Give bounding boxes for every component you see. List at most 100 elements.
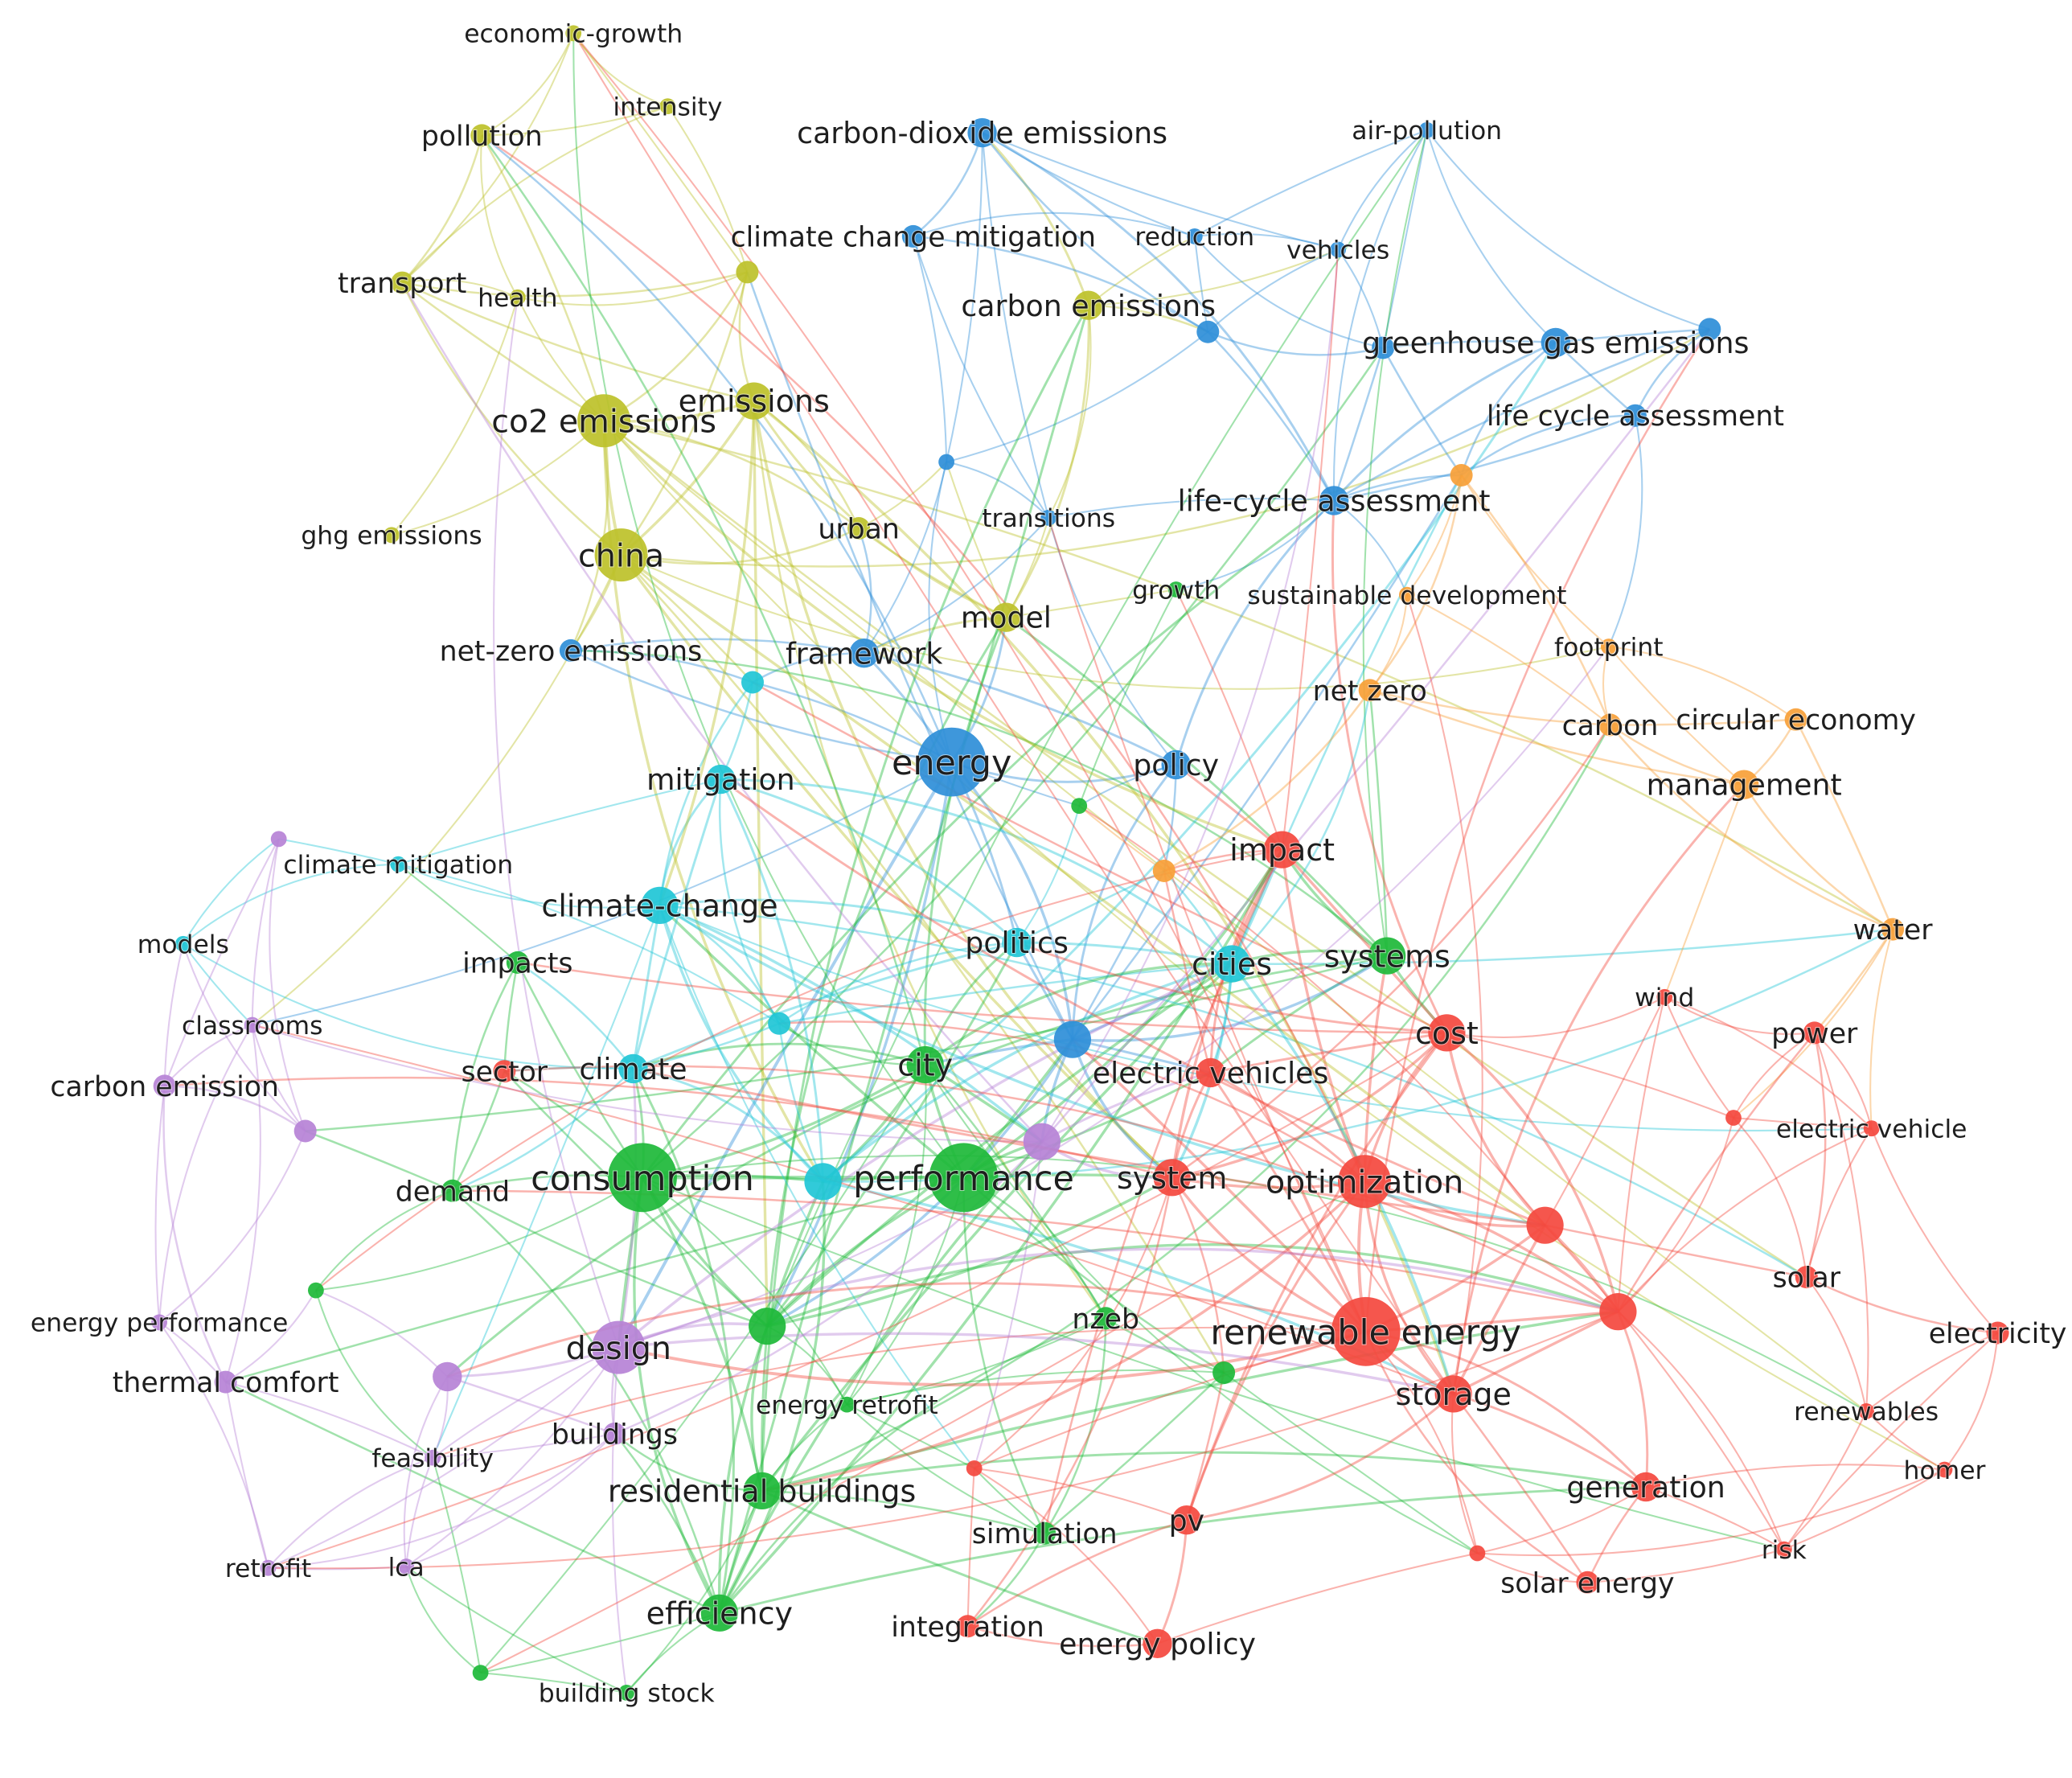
node-cyan-node-c[interactable] xyxy=(804,1163,842,1201)
node-health[interactable] xyxy=(509,289,526,306)
node-policy[interactable] xyxy=(1161,749,1191,780)
node-city[interactable] xyxy=(906,1045,944,1084)
node-lca[interactable] xyxy=(398,1558,415,1575)
node-air-pollution[interactable] xyxy=(1418,121,1435,138)
node-energy-policy[interactable] xyxy=(1143,1628,1172,1658)
node-pv[interactable] xyxy=(1171,1505,1202,1535)
node-green-node-a[interactable] xyxy=(1071,798,1088,814)
node-yg-node-a[interactable] xyxy=(736,261,759,284)
node-cyan-node-b[interactable] xyxy=(768,1012,791,1035)
node-urban[interactable] xyxy=(847,517,871,540)
node-purple-node-d[interactable] xyxy=(433,1361,462,1392)
node-blue-node-a[interactable] xyxy=(1196,320,1220,343)
node-nzeb[interactable] xyxy=(1094,1307,1118,1330)
node-blue-node-c[interactable] xyxy=(1698,318,1721,341)
node-consumption[interactable] xyxy=(608,1143,677,1213)
node-thermal-comfort[interactable] xyxy=(214,1370,237,1394)
node-renewable-energy[interactable] xyxy=(1331,1296,1401,1366)
node-transport[interactable] xyxy=(391,271,414,294)
node-economic-growth[interactable] xyxy=(565,25,582,42)
node-system[interactable] xyxy=(1153,1159,1191,1197)
node-design[interactable] xyxy=(592,1320,646,1374)
node-blue-node-d[interactable] xyxy=(938,454,954,470)
node-climate-change-mitigation[interactable] xyxy=(901,224,925,248)
node-carbon[interactable] xyxy=(1598,713,1622,737)
node-climate-mitigation[interactable] xyxy=(390,856,407,873)
node-residential-buildings[interactable] xyxy=(743,1472,781,1509)
node-simulation[interactable] xyxy=(1033,1521,1057,1545)
node-buildings[interactable] xyxy=(603,1422,626,1445)
node-green-node-e[interactable] xyxy=(472,1665,489,1682)
node-integration[interactable] xyxy=(956,1615,979,1638)
node-carbon-emissions[interactable] xyxy=(1073,290,1103,320)
node-transitions[interactable] xyxy=(1040,509,1057,526)
node-building-stock[interactable] xyxy=(618,1685,635,1701)
node-solar[interactable] xyxy=(1795,1266,1818,1289)
node-purple-node-b[interactable] xyxy=(293,1119,317,1143)
node-life-cycle-assessment[interactable] xyxy=(1623,404,1647,427)
node-energy-retrofit[interactable] xyxy=(839,1396,855,1413)
node-china[interactable] xyxy=(594,528,648,582)
node-co2-emissions[interactable] xyxy=(577,394,631,448)
node-climate[interactable] xyxy=(618,1053,648,1084)
node-solar-energy[interactable] xyxy=(1576,1571,1599,1594)
node-growth[interactable] xyxy=(1167,581,1184,597)
node-orange-node-a[interactable] xyxy=(1450,464,1473,487)
node-optimization[interactable] xyxy=(1338,1155,1392,1209)
node-mitigation[interactable] xyxy=(706,764,736,795)
node-impacts[interactable] xyxy=(506,951,529,974)
node-management[interactable] xyxy=(1729,770,1759,799)
node-blue-node-e[interactable] xyxy=(1053,1020,1091,1058)
node-circular-economy[interactable] xyxy=(1784,708,1807,731)
node-energy[interactable] xyxy=(917,727,987,797)
node-purple-node-a[interactable] xyxy=(270,831,287,848)
node-reduction[interactable] xyxy=(1186,228,1203,244)
node-ghg-emissions[interactable] xyxy=(384,527,400,544)
node-efficiency[interactable] xyxy=(700,1594,738,1632)
node-renewables[interactable] xyxy=(1858,1403,1875,1419)
node-risk[interactable] xyxy=(1775,1541,1792,1558)
node-carbon-dioxide-emissions[interactable] xyxy=(967,117,997,148)
node-politics[interactable] xyxy=(1002,927,1032,958)
node-net-zero[interactable] xyxy=(1358,679,1381,702)
node-classrooms[interactable] xyxy=(244,1016,261,1033)
node-homer[interactable] xyxy=(1936,1461,1953,1478)
node-cyan-node-a[interactable] xyxy=(741,671,764,694)
node-life-cycle-assessment[interactable] xyxy=(1319,486,1349,515)
node-emissions[interactable] xyxy=(735,382,773,420)
node-green-node-b[interactable] xyxy=(308,1282,324,1299)
node-performance[interactable] xyxy=(929,1143,999,1213)
node-greenhouse-gas-emissions[interactable] xyxy=(1541,327,1571,358)
node-energy-performance[interactable] xyxy=(151,1314,168,1331)
node-model[interactable] xyxy=(991,602,1021,632)
node-footprint[interactable] xyxy=(1600,639,1617,655)
node-sustainable-development[interactable] xyxy=(1399,586,1415,603)
node-cost[interactable] xyxy=(1428,1014,1466,1052)
node-demand[interactable] xyxy=(441,1179,464,1202)
node-water[interactable] xyxy=(1881,918,1905,941)
node-framework[interactable] xyxy=(849,639,879,668)
node-systems[interactable] xyxy=(1368,937,1406,975)
node-electricity[interactable] xyxy=(1986,1321,2009,1345)
node-red-node-c[interactable] xyxy=(1599,1293,1637,1331)
node-wind[interactable] xyxy=(1656,988,1673,1005)
node-purple-node-c[interactable] xyxy=(1023,1123,1061,1160)
node-red-node-b[interactable] xyxy=(1526,1206,1564,1244)
node-retrofit[interactable] xyxy=(260,1559,277,1576)
node-green-node-c[interactable] xyxy=(749,1308,786,1345)
node-feasibility[interactable] xyxy=(425,1449,441,1466)
node-vehicles[interactable] xyxy=(1330,241,1346,258)
node-red-node-e[interactable] xyxy=(1469,1545,1486,1562)
node-electric-vehicles[interactable] xyxy=(1196,1057,1225,1088)
node-green-node-d[interactable] xyxy=(1212,1361,1236,1384)
node-red-node-a[interactable] xyxy=(1725,1110,1742,1126)
node-electric-vehicle[interactable] xyxy=(1863,1120,1880,1137)
node-climate-change[interactable] xyxy=(641,886,679,924)
node-orange-node-b[interactable] xyxy=(1152,860,1176,882)
node-generation[interactable] xyxy=(1631,1472,1661,1502)
node-carbon-emission[interactable] xyxy=(153,1074,176,1098)
node-impact[interactable] xyxy=(1263,831,1301,868)
node-intensity[interactable] xyxy=(659,98,676,114)
node-models[interactable] xyxy=(174,935,191,952)
node-storage[interactable] xyxy=(1434,1375,1472,1413)
